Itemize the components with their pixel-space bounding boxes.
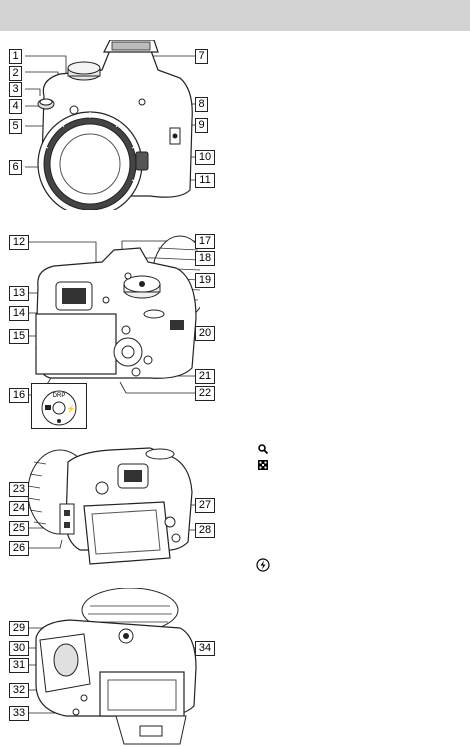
callout-30: 30: [9, 641, 29, 656]
callout-18: 18: [195, 251, 215, 266]
callout-2: 2: [9, 66, 22, 81]
callout-1: 1: [9, 49, 22, 64]
callout-34: 34: [195, 641, 215, 656]
callout-8: 8: [195, 97, 208, 112]
magnifier-icon-row: [258, 444, 268, 454]
flash-icon: [256, 558, 270, 572]
callout-16: 16: [9, 388, 29, 403]
callout-7: 7: [195, 49, 208, 64]
control-wheel-inset: DRP ⚡: [31, 383, 87, 429]
callout-6: 6: [9, 160, 22, 175]
callout-29: 29: [9, 621, 29, 636]
callout-26: 26: [9, 541, 29, 556]
callout-9: 9: [195, 118, 208, 133]
camera-side-view: [20, 432, 200, 577]
callout-28: 28: [195, 523, 215, 538]
grid-index-icon-row: [258, 460, 268, 470]
callout-10: 10: [195, 150, 215, 165]
magnifier-icon: [258, 444, 268, 454]
callout-31: 31: [9, 658, 29, 673]
inset-dial-drp-label: DRP: [53, 393, 66, 399]
camera-bottom-view: [30, 588, 200, 746]
callout-3: 3: [9, 82, 22, 97]
callout-20: 20: [195, 326, 215, 341]
callout-11: 11: [195, 173, 215, 188]
flash-icon-row: [256, 558, 270, 572]
camera-front-view: [30, 40, 200, 210]
callout-23: 23: [9, 482, 29, 497]
callout-21: 21: [195, 369, 215, 384]
callout-25: 25: [9, 521, 29, 536]
callout-32: 32: [9, 683, 29, 698]
callout-13: 13: [9, 286, 29, 301]
svg-text:⚡: ⚡: [67, 404, 76, 413]
callout-33: 33: [9, 706, 29, 721]
camera-rear-view: [30, 228, 200, 403]
callout-14: 14: [9, 306, 29, 321]
callout-22: 22: [195, 386, 215, 401]
callout-15: 15: [9, 329, 29, 344]
callout-19: 19: [195, 273, 215, 288]
callout-17: 17: [195, 234, 215, 249]
callout-4: 4: [9, 99, 22, 114]
callout-27: 27: [195, 498, 215, 513]
callout-24: 24: [9, 501, 29, 516]
grid-index-icon: [258, 460, 268, 470]
callout-5: 5: [9, 119, 22, 134]
callout-12: 12: [9, 235, 29, 250]
